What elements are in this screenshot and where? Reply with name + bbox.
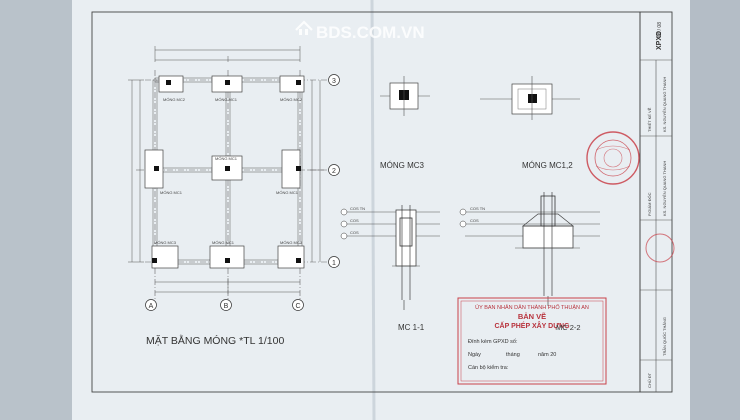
footing-label: MÓNG MC3 — [154, 240, 177, 245]
footing-detail-mc12: MÓNG MC1,2 — [480, 76, 580, 170]
level-label: COS — [350, 230, 359, 235]
section-label-mc22: MC 2-2 — [556, 323, 581, 332]
axis-label: 1 — [332, 260, 336, 267]
footing-label: MÓNG MC1 — [215, 97, 238, 102]
company-seal — [586, 131, 640, 185]
stamp-line: Ngày — [468, 352, 481, 358]
designer-label: THIẾT KẾ VẼ — [647, 107, 652, 132]
footing-detail-mc3: MÓNG MC3 — [380, 76, 430, 170]
section-detail-mc11: COS TN COS COS MC 1-1 — [340, 205, 440, 332]
stamp-title: BẢN VẼ — [518, 312, 546, 321]
axis-label: 2 — [332, 168, 336, 175]
stamp-line: Cán bộ kiểm tra: — [468, 364, 509, 371]
footing-label: MÓNG MC2 — [280, 97, 303, 102]
sheet-code: XPXD — [656, 31, 663, 50]
stamp-line: năm 20 — [538, 352, 556, 358]
permit-stamp: ỦY BAN NHÂN DÂN THÀNH PHỐ THUẬN AN BẢN V… — [457, 297, 607, 385]
watermark-text: BDS.COM.VN — [316, 23, 425, 42]
footing-label: MÓNG MC1 — [212, 240, 235, 245]
stamp-subtitle: CẤP PHÉP XÂY DỰNG — [494, 320, 570, 330]
axis-label: C — [295, 303, 300, 310]
level-label: COS TN — [470, 206, 485, 211]
project-name: TRẦN QUỐC THẮNG — [662, 317, 667, 356]
footing-label: MÓNG MC1 — [160, 190, 183, 195]
detail-label-mc3: MÓNG MC3 — [380, 161, 425, 170]
director-name: KS. NGUYỄN QUANG THANH — [662, 161, 667, 216]
sheet-number: 06 / 08 — [657, 22, 663, 38]
axis-label: A — [149, 303, 154, 310]
owner-label: CHỦ ĐT — [647, 372, 652, 388]
level-label: COS — [470, 218, 479, 223]
stamp-line: Đính kèm GPXD số: — [468, 339, 518, 345]
director-label: P.GIÁM ĐỐC — [647, 192, 652, 216]
stamp-line: tháng — [506, 352, 520, 358]
footing-label: MÓNG MC2 — [163, 97, 186, 102]
section-detail-mc22: COS TN COS — [459, 192, 600, 306]
watermark: BDS.COM.VN — [295, 20, 425, 42]
footing-label: MÓNG MC1 — [215, 156, 238, 161]
footing-label: MÓNG MC1 — [276, 190, 299, 195]
axis-label: B — [224, 303, 229, 310]
axis-label: 3 — [332, 78, 336, 85]
detail-label-mc12: MÓNG MC1,2 — [522, 161, 573, 170]
section-label-mc11: MC 1-1 — [398, 323, 425, 332]
level-label: COS TN — [350, 206, 365, 211]
foundation-plan: MÓNG MC2 MÓNG MC1 MÓNG MC2 MÓNG MC1 MÓNG… — [128, 46, 340, 347]
footing-label: MÓNG MC3 — [280, 240, 303, 245]
stamp-authority: ỦY BAN NHÂN DÂN THÀNH PHỐ THUẬN AN — [475, 304, 589, 311]
level-label: COS — [350, 218, 359, 223]
plan-title: MẶT BẰNG MÓNG *TL 1/100 — [146, 334, 284, 347]
title-block: XPXD 06 / 08 THIẾT KẾ VẼ KS. NGUYỄN QUAN… — [640, 22, 675, 392]
designer-name: KS. NGUYỄN QUANG THANH — [662, 77, 667, 132]
